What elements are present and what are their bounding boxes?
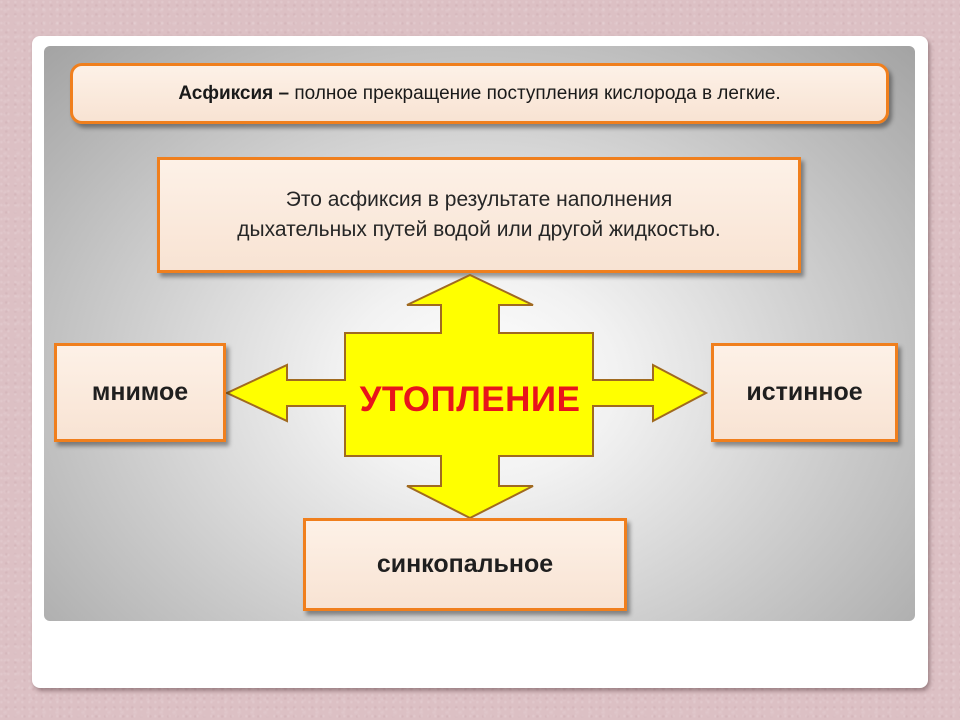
type-label-mnimoe: мнимое xyxy=(91,378,189,406)
definition-box: Асфиксия – полное прекращение поступлени… xyxy=(70,63,889,124)
explanation-line-2: дыхательных путей водой или другой жидко… xyxy=(237,218,721,241)
type-box-sinkopalnoe: синкопальное xyxy=(303,518,627,611)
explanation-text: Это асфиксия в результате наполнения дых… xyxy=(237,185,721,245)
definition-line: Асфиксия – полное прекращение поступлени… xyxy=(178,83,780,105)
definition-text: полное прекращение поступления кислорода… xyxy=(294,82,781,104)
explanation-line-1: Это асфиксия в результате наполнения xyxy=(285,188,673,211)
type-label-sinkopalnoe: синкопальное xyxy=(376,550,554,578)
type-label-istinnoe: истинное xyxy=(746,378,863,406)
type-box-istinnoe: истинное xyxy=(711,343,898,442)
definition-term: Асфиксия – xyxy=(178,82,290,104)
type-box-mnimoe: мнимое xyxy=(54,343,226,442)
center-label: УТОПЛЕНИЕ xyxy=(359,380,581,419)
explanation-box: Это асфиксия в результате наполнения дых… xyxy=(157,157,801,273)
